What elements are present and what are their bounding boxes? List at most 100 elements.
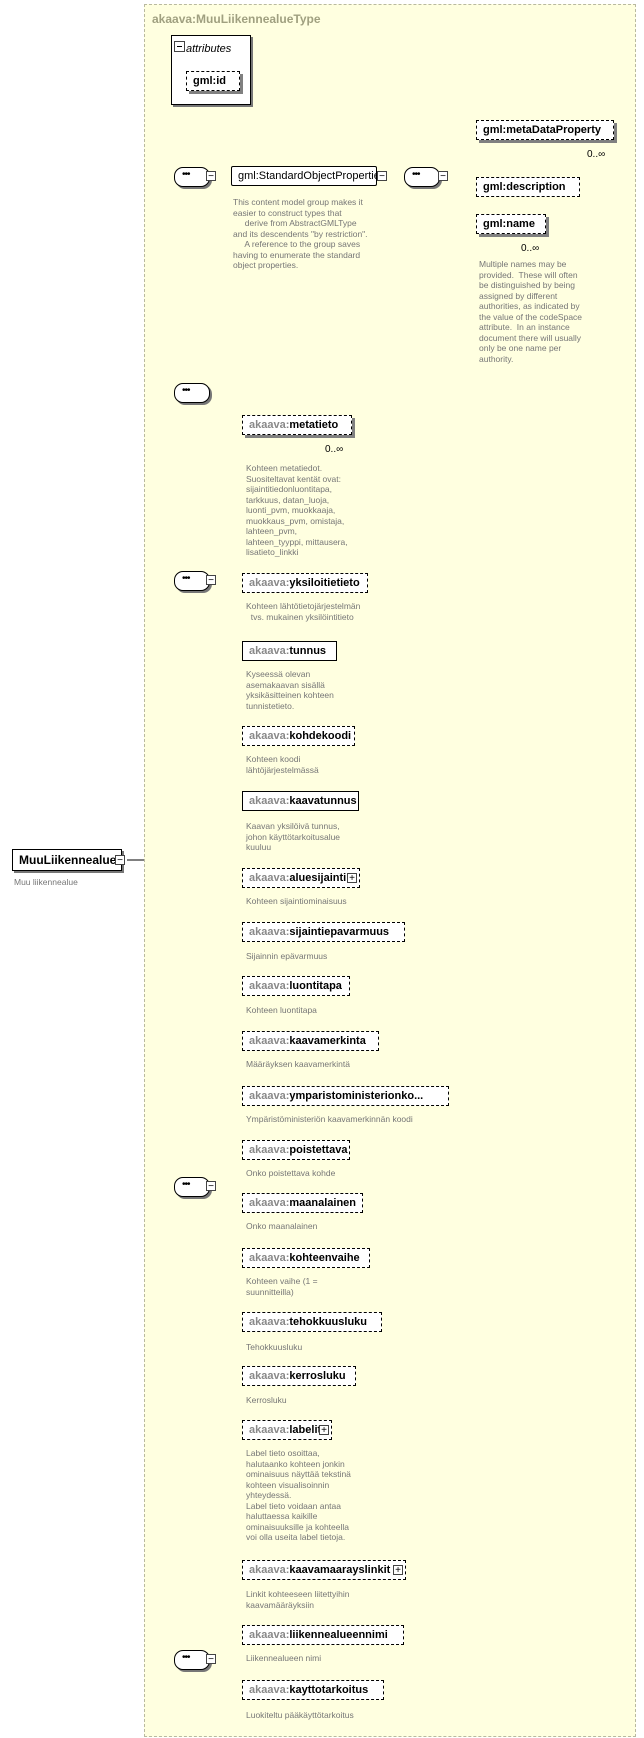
element-name: kerrosluku [289,1370,346,1382]
element-name: kaavatunnus [289,795,357,807]
element-name: kohdekoodi [289,730,352,742]
namespace-prefix: akaava: [249,980,290,992]
element-name: sijaintiepavarmuus [289,926,390,938]
namespace-prefix: akaava: [249,872,290,884]
namespace-prefix: akaava: [249,1144,290,1156]
gml-metadataproperty[interactable]: gml:metaDataProperty [476,120,614,140]
sequence-icon [174,571,210,591]
element-tunnus[interactable]: akaava:tunnus [242,641,337,661]
sequence-icon [174,1650,210,1670]
element-annotation: Linkit kohteeseen liitettyihin kaavamäär… [246,1589,350,1610]
element-name: poistettava [289,1144,348,1156]
namespace-prefix: akaava: [249,926,290,938]
attribute-label: gml:id [193,75,226,87]
element-annotation: Määräyksen kaavamerkintä [246,1059,350,1069]
element-annotation: Label tieto osoittaa, halutaanko kohteen… [246,1448,351,1542]
element-annotation: Ympäristöministeriön kaavamerkinnän kood… [246,1114,413,1124]
element-name: aluesijainti [289,872,347,884]
element-annotation: Onko maanalainen [246,1221,318,1231]
element-annotation: Kaavan yksilöivä tunnus, johon käyttötar… [246,821,341,852]
namespace-prefix: akaava: [249,1564,290,1576]
element-name: ymparistoministerionko... [289,1090,424,1102]
element-sijaintiepavarmuus[interactable]: akaava:sijaintiepavarmuus [242,922,405,942]
group-annotation: This content model group makes it easier… [233,197,368,270]
namespace-prefix: akaava: [249,1370,290,1382]
collapse-icon[interactable]: − [206,1654,216,1665]
element-labelit[interactable]: akaava:labelit [242,1420,332,1440]
element-kohteenvaihe[interactable]: akaava:kohteenvaihe [242,1248,370,1268]
element-annotation: Sijainnin epävarmuus [246,951,328,961]
element-yksiloitietieto[interactable]: akaava:yksiloitietieto [242,573,368,593]
element-name: labelit [289,1424,322,1436]
element-aluesijainti[interactable]: akaava:aluesijainti [242,868,360,888]
collapse-icon[interactable]: − [377,171,387,182]
element-name: tunnus [289,645,327,657]
element-name: tehokkuusluku [289,1316,367,1328]
namespace-prefix: akaava: [249,730,290,742]
multiplicity: 0..∞ [587,149,606,160]
namespace-prefix: akaava: [249,1252,290,1264]
namespace-prefix: akaava: [249,1629,290,1641]
complex-type-box [144,4,636,1737]
element-name: kaavamerkinta [289,1035,366,1047]
element-annotation: Kohteen lähtötietojärjestelmän tvs. muka… [246,601,361,622]
collapse-icon[interactable]: − [206,1181,216,1192]
namespace-prefix: akaava: [249,1684,290,1696]
collapse-icon[interactable]: − [438,171,448,182]
expand-icon[interactable]: + [347,873,357,884]
element-annotation: Luokiteltu pääkäyttötarkoitus [246,1710,354,1720]
namespace-prefix: akaava: [249,1316,290,1328]
namespace-prefix: akaava: [249,419,290,431]
element-name: kaavamaarayslinkit [289,1564,391,1576]
namespace-prefix: akaava: [249,795,290,807]
sequence-icon [174,1177,210,1197]
element-annotation: Kohteen koodi lähtöjärjestelmässä [246,754,319,775]
collapse-icon[interactable]: − [206,575,216,586]
namespace-prefix: akaava: [249,1090,290,1102]
expand-icon[interactable]: + [393,1565,403,1576]
namespace-prefix: akaava: [249,577,290,589]
namespace-prefix: akaava: [249,645,290,657]
namespace-prefix: akaava: [249,1197,290,1209]
element-name: kayttotarkoitus [289,1684,369,1696]
element-annotation: Kohteen sijaintiominaisuus [246,896,347,906]
element-annotation: Tehokkuusluku [246,1342,303,1352]
gml-description[interactable]: gml:description [476,177,580,197]
namespace-prefix: akaava: [249,1424,290,1436]
element-annotation: Onko poistettava kohde [246,1168,336,1178]
element-kaavatunnus[interactable]: akaava:kaavatunnus [242,791,359,811]
collapse-icon[interactable] [174,41,185,52]
element-metatieto[interactable]: akaava:metatieto [242,415,352,435]
gml-name[interactable]: gml:name [476,214,546,234]
expand-icon[interactable]: + [319,1425,329,1436]
element-kohdekoodi[interactable]: akaava:kohdekoodi [242,726,355,746]
multiplicity: 0..∞ [325,444,344,455]
element-poistettava[interactable]: akaava:poistettava [242,1140,350,1160]
attribute-gml-id[interactable]: gml:id [186,71,240,91]
element-annotation: Kohteen vaihe (1 = suunnitteilla) [246,1276,318,1297]
element-name: luontitapa [289,980,342,992]
standard-object-properties-group[interactable]: gml:StandardObjectProperties [231,166,385,186]
element-kaavamerkinta[interactable]: akaava:kaavamerkinta [242,1031,379,1051]
element-name: yksiloitietieto [289,577,360,589]
root-element[interactable]: MuuLiikennealue [12,849,122,871]
element-annotation: Kerrosluku [246,1395,287,1405]
element-annotation: Kohteen luontitapa [246,1005,317,1015]
multiplicity: 0..∞ [521,243,540,254]
element-maanalainen[interactable]: akaava:maanalainen [242,1193,363,1213]
element-liikennealueennimi[interactable]: akaava:liikennealueennimi [242,1625,404,1645]
root-annotation: Muu liikennealue [14,877,78,887]
element-name: metatieto [289,419,339,431]
element-tehokkuusluku[interactable]: akaava:tehokkuusluku [242,1312,382,1332]
element-ymparistoministerionko[interactable]: akaava:ymparistoministerionko... [242,1086,449,1106]
namespace-prefix: akaava: [249,1035,290,1047]
sequence-icon [174,383,210,403]
element-luontitapa[interactable]: akaava:luontitapa [242,976,350,996]
element-annotation: Kohteen metatiedot. Suositeltavat kentät… [246,463,348,557]
element-kayttotarkoitus[interactable]: akaava:kayttotarkoitus [242,1680,384,1700]
collapse-icon[interactable]: − [115,855,125,866]
element-kaavamaarayslinkit[interactable]: akaava:kaavamaarayslinkit [242,1560,406,1580]
collapse-icon[interactable]: − [206,171,216,182]
element-kerrosluku[interactable]: akaava:kerrosluku [242,1366,356,1386]
